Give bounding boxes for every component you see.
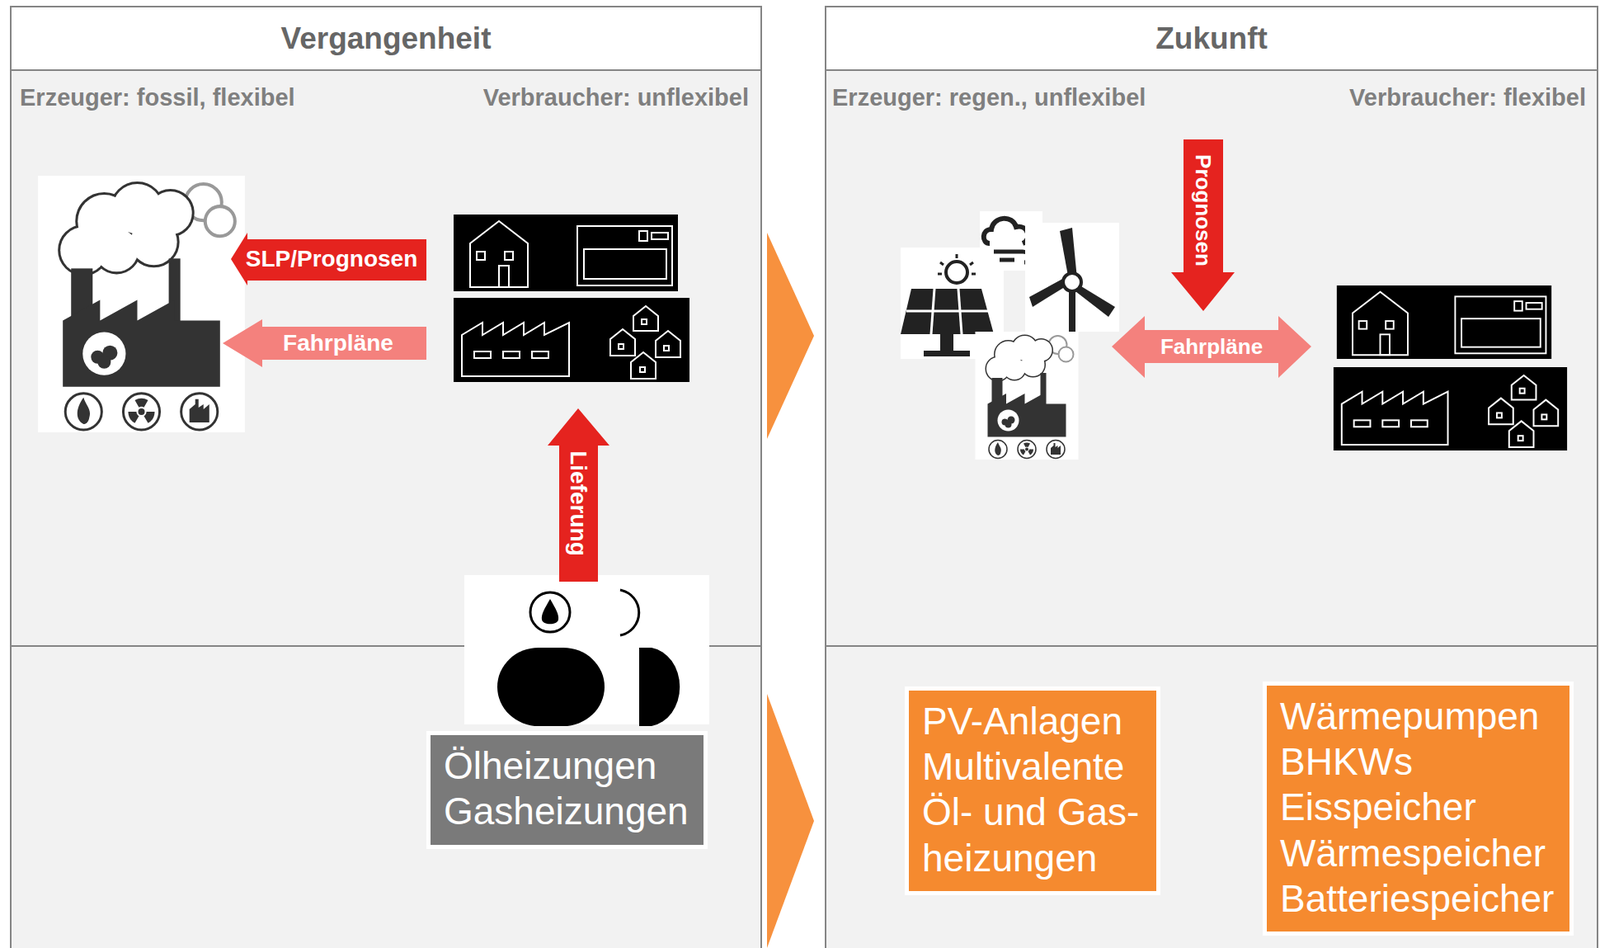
box-text: PV-Anlagen Multivalente Öl- und Gas- hei… bbox=[922, 698, 1142, 881]
renewables-icon bbox=[900, 211, 1120, 460]
box-text: Wärmepumpen BHKWs Eisspeicher Wärmespeic… bbox=[1280, 693, 1554, 922]
consumer-icon bbox=[1336, 285, 1552, 359]
producer-heading: Erzeuger: fossil, flexibel bbox=[19, 84, 296, 112]
panel-title: Zukunft bbox=[826, 7, 1597, 71]
consumer-icon bbox=[453, 297, 690, 382]
panel-grounds bbox=[9, 5, 1599, 948]
oil-icon bbox=[464, 574, 710, 726]
consumer-heading: Verbraucher: flexibel bbox=[1349, 84, 1586, 112]
arrow-label: Lieferung bbox=[565, 450, 592, 556]
heating-box: PV-Anlagen Multivalente Öl- und Gas- hei… bbox=[904, 686, 1161, 895]
box-text: Ölheizungen Gasheizungen bbox=[443, 743, 689, 834]
flow-arrows bbox=[222, 139, 1312, 582]
arrow-label: Fahrpläne bbox=[1160, 334, 1263, 359]
power-plant-icon bbox=[37, 175, 245, 433]
arrow-label: Fahrpläne bbox=[282, 330, 394, 357]
producer-heading: Erzeuger: regen., unflexibel bbox=[832, 84, 1146, 112]
time-panel: ZukunftPV-Anlagen Multivalente Öl- und G… bbox=[824, 5, 1599, 948]
consumer-icon bbox=[1333, 367, 1568, 451]
transition-chevrons bbox=[767, 232, 815, 948]
consumer-heading: Verbraucher: unflexibel bbox=[483, 84, 749, 112]
arrow-label: Prognosen bbox=[1191, 154, 1216, 267]
heating-box: Ölheizungen Gasheizungen bbox=[426, 730, 708, 849]
time-panel: VergangenheitÖlheizungen Gasheizungen bbox=[9, 5, 763, 948]
panel-title: Vergangenheit bbox=[11, 7, 761, 71]
heating-box: Wärmepumpen BHKWs Eisspeicher Wärmespeic… bbox=[1262, 681, 1574, 936]
consumer-icon bbox=[453, 214, 678, 292]
arrow-label: SLP/Prognosen bbox=[245, 246, 418, 273]
